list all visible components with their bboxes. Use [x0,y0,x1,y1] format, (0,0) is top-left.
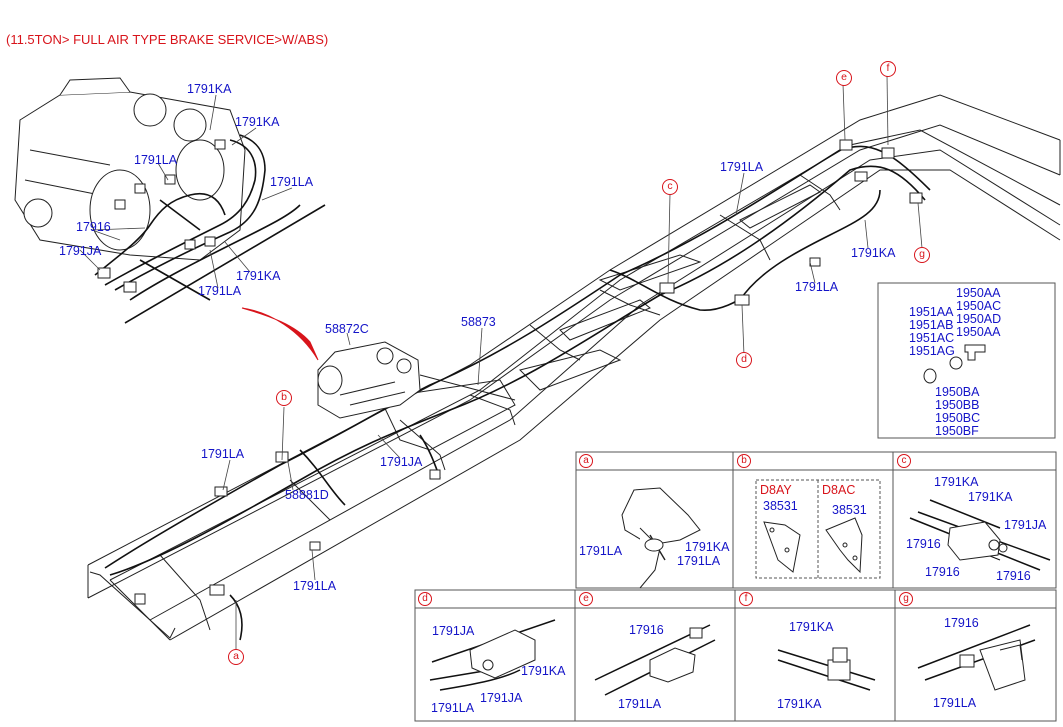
detail-c-label: 1791KA [934,475,979,489]
detail-f-valve [827,647,851,681]
label-1791la: 1791LA [201,447,245,461]
callout-e: e [836,70,852,86]
detail-d-label: 1791JA [480,691,523,705]
detail-f-label: 1791KA [789,620,834,634]
main-transmission [317,341,421,419]
part-number: 1950BA [935,385,980,399]
detail-b-variant: D8AY [760,483,792,497]
callout-g: g [914,247,930,263]
detail-f-label: 1791KA [777,697,822,711]
part-number: 1950AC [956,299,1002,313]
detail-a-label: 1791LA [677,554,721,568]
detail-d-valve [469,629,536,679]
callout-d: d [736,352,752,368]
part-number: 1951AA [909,305,954,319]
detail-f-sketch [777,649,876,691]
enlarged-engine [14,77,246,261]
label-1791ka: 1791KA [851,246,896,260]
label-1791ja: 1791JA [380,455,423,469]
panel-a-callout: a [579,454,593,468]
callout-c: c [662,179,678,195]
label-1791ka: 1791KA [236,269,281,283]
diagram-title: (11.5TON> FULL AIR TYPE BRAKE SERVICE>W/… [6,32,329,47]
label-1791la: 1791LA [198,284,242,298]
chassis-frame [87,94,1061,641]
part-number: 1950BF [935,424,979,438]
detail-c-label: 17916 [925,565,960,579]
leader-lines [79,74,923,650]
parts-group-1950b: 1950BA 1950BB 1950BC 1950BF [935,386,980,438]
parts-group-1950a: 1950AA 1950AC 1950AD 1950AA [956,287,1001,339]
detail-c-valve [947,521,1008,561]
zoom-arrow [241,307,319,361]
detail-g-label: 1791LA [933,696,977,710]
part-number: 1950BC [935,411,981,425]
panel-d-callout: d [418,592,432,606]
label-1791ja: 1791JA [59,244,102,258]
label-58872c: 58872C [325,322,369,336]
detail-c-label: 1791KA [968,490,1013,504]
detail-panels [414,451,1057,722]
label-1791la: 1791LA [134,153,178,167]
callout-f: f [880,61,896,77]
panel-g-callout: g [899,592,913,606]
label-1791ka: 1791KA [235,115,280,129]
detail-d-label: 1791LA [431,701,475,715]
detail-b-variant: D8AC [822,483,856,497]
detail-a-label: 1791LA [579,544,623,558]
panel-c-callout: c [897,454,911,468]
detail-d-label: 1791JA [432,624,475,638]
part-number: 1951AG [909,344,955,358]
parts-box-shapes [877,282,1056,439]
detail-c-label: 17916 [996,569,1031,583]
label-58873: 58873 [461,315,496,329]
part-number: 1950BB [935,398,980,412]
detail-c-label: 17916 [906,537,941,551]
label-1791la: 1791LA [720,160,764,174]
part-number: 1950AD [956,312,1002,326]
enlarged-fittings [97,139,226,293]
label-58881d: 58881D [285,488,329,502]
parts-group-1951a: 1951AA 1951AB 1951AC 1951AG [909,306,955,358]
label-1791la: 1791LA [293,579,337,593]
detail-g-valve [959,639,1026,691]
detail-g-label: 17916 [944,616,979,630]
detail-e-valve [649,627,703,683]
detail-c-label: 1791JA [1004,518,1047,532]
detail-b-brackets [763,517,863,574]
detail-a-sketch [621,487,701,589]
label-1791la: 1791LA [270,175,314,189]
panel-e-callout: e [579,592,593,606]
part-number: 1950AA [956,286,1001,300]
label-1791la: 1791LA [795,280,839,294]
part-number: 1951AC [909,331,955,345]
detail-d-label: 1791KA [521,664,566,678]
enlarged-lines [94,134,326,324]
label-1791ka: 1791KA [187,82,232,96]
detail-a-label: 1791KA [685,540,730,554]
part-number: 1950AA [956,325,1001,339]
frame-components [134,139,923,605]
label-17916: 17916 [76,220,111,234]
detail-e-label: 1791LA [618,697,662,711]
detail-b-part: 38531 [832,503,867,517]
panel-f-callout: f [739,592,753,606]
detail-b-part: 38531 [763,499,798,513]
detail-e-label: 17916 [629,623,664,637]
callout-b: b [276,390,292,406]
panel-b-callout: b [737,454,751,468]
part-number: 1951AB [909,318,954,332]
callout-a: a [228,649,244,665]
